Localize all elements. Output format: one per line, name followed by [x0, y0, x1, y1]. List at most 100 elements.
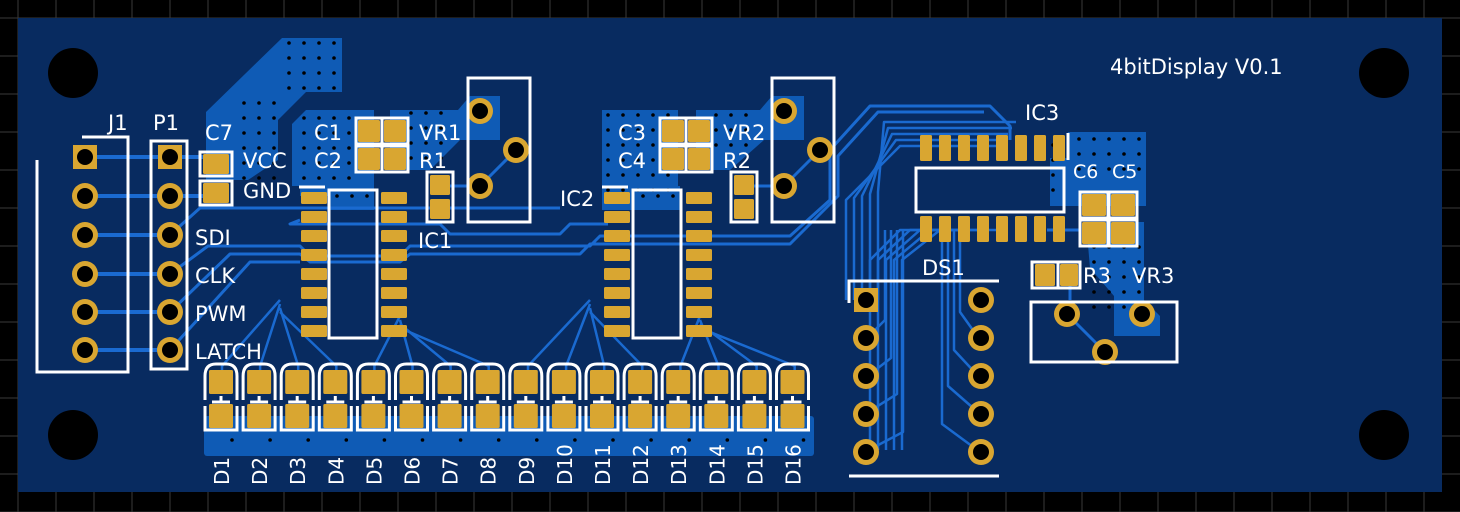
via: [1107, 137, 1111, 141]
via: [409, 111, 413, 115]
cap-pad: [358, 148, 380, 170]
via: [606, 158, 610, 162]
cap-outline: [684, 116, 714, 146]
via: [1122, 275, 1126, 279]
via: [666, 173, 670, 177]
cap-outline: [684, 144, 714, 174]
drill-hole: [973, 292, 989, 308]
via: [302, 146, 306, 150]
ic3-pad: [939, 216, 951, 242]
board-title: 4bitDisplay V0.1: [1110, 55, 1283, 79]
via: [1051, 188, 1055, 192]
ic2-pad: [686, 325, 712, 337]
led-outline-top: [279, 362, 315, 400]
label-vr3: VR3: [1132, 264, 1174, 288]
led-outline-top: [355, 362, 391, 400]
led-label: D10: [553, 444, 577, 485]
led-outline-top: [775, 362, 810, 400]
via: [763, 438, 768, 442]
vr3-outline: [1029, 300, 1179, 364]
via: [744, 113, 748, 117]
drill-hole: [77, 342, 93, 358]
via: [332, 116, 336, 120]
led-outline-bottom: [394, 406, 429, 432]
via: [651, 143, 655, 147]
via: [272, 101, 276, 105]
via: [317, 131, 321, 135]
via: [242, 176, 246, 180]
led-label: D12: [629, 444, 653, 485]
ic2-pad: [686, 230, 712, 242]
led-pad: [590, 404, 614, 428]
led-outline-top: [241, 362, 277, 400]
led-outline-bottom: [432, 406, 468, 432]
via: [1122, 305, 1126, 309]
drill-hole: [858, 330, 874, 346]
led-pad: [551, 404, 576, 428]
via: [656, 194, 660, 198]
r2-pad: [734, 175, 754, 195]
via: [317, 116, 321, 120]
ic1-pad: [381, 249, 407, 261]
via: [1092, 275, 1096, 279]
via: [332, 71, 336, 75]
label-c1: C1: [314, 121, 342, 145]
copper-pour-c5-c6: [1050, 132, 1146, 206]
ic1-pad: [301, 192, 327, 204]
drill-hole: [973, 368, 989, 384]
cap-pad: [688, 148, 710, 170]
via: [257, 131, 261, 135]
drill-hole: [1134, 306, 1150, 322]
drill-hole: [472, 178, 488, 194]
led-pad: [399, 404, 424, 428]
led-label: D13: [667, 444, 691, 485]
via: [347, 176, 351, 180]
via: [424, 111, 428, 115]
c7-outline: [198, 179, 234, 207]
led-pad: [361, 404, 386, 428]
led-polarity-mark: [364, 396, 383, 404]
drill-hole: [973, 444, 989, 460]
via: [714, 143, 718, 147]
ic3-pad: [939, 135, 951, 161]
label-r3: R3: [1083, 264, 1111, 288]
via: [1077, 167, 1081, 171]
via: [1122, 290, 1126, 294]
via: [257, 176, 261, 180]
led-outline-top: [584, 362, 620, 400]
cap-outline: [1107, 190, 1139, 220]
via: [611, 438, 615, 442]
ic1-pad: [301, 268, 327, 280]
ic3-pad: [958, 216, 970, 242]
via: [317, 56, 321, 60]
led-polarity-mark: [669, 396, 688, 404]
via: [496, 438, 501, 442]
c7-pad: [203, 154, 229, 174]
ic2-pad: [686, 249, 712, 261]
ic2-pad: [686, 306, 712, 318]
via: [621, 158, 625, 162]
led-outline-bottom: [355, 406, 391, 432]
trace: [868, 126, 1012, 300]
via: [1077, 152, 1081, 156]
via: [424, 156, 428, 160]
via: [272, 176, 276, 180]
via: [317, 146, 321, 150]
via: [439, 126, 443, 130]
via: [621, 113, 625, 117]
led-label: D14: [705, 444, 729, 485]
via: [1107, 290, 1111, 294]
via: [725, 438, 730, 442]
ic1-pad: [381, 192, 407, 204]
via: [287, 56, 291, 60]
via: [306, 438, 311, 442]
via: [651, 173, 655, 177]
via: [1092, 167, 1096, 171]
label-c2: C2: [314, 149, 342, 173]
ic1-pad: [381, 287, 407, 299]
ic2-pad: [686, 268, 712, 280]
led-polarity-mark: [402, 396, 421, 404]
via: [1107, 167, 1111, 171]
led-polarity-mark: [212, 396, 230, 404]
